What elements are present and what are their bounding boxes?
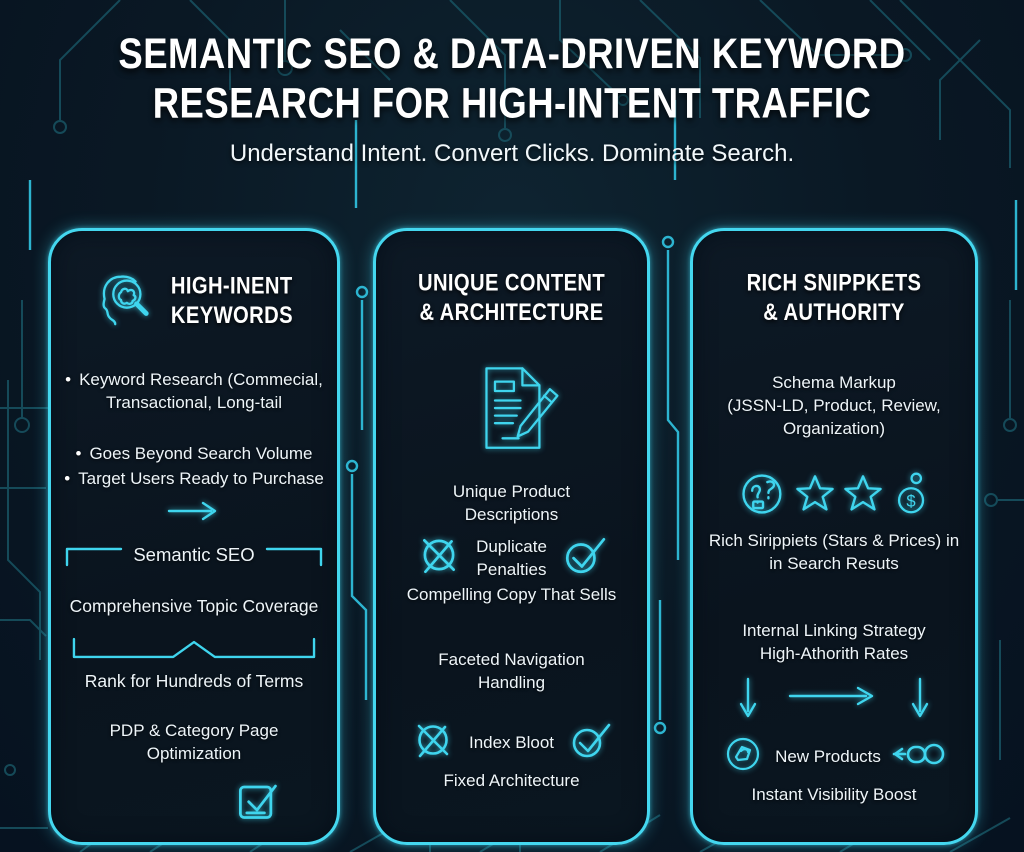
rich-line2: in Search Resuts xyxy=(769,554,899,573)
document-pencil-icon xyxy=(460,357,564,466)
schema-line1: Schema Markup xyxy=(772,373,896,392)
bullet-dot: • xyxy=(65,370,72,389)
card1-title: HIGH-INENT KEYWORDS xyxy=(171,271,293,330)
money-circle-icon xyxy=(737,468,789,525)
pdp-line1: PDP & Category Page xyxy=(109,721,279,740)
pdp-optimization-label: PDP & Category Page Optimization xyxy=(110,719,279,765)
bullet1-line1: Keyword Research (Commecial, xyxy=(79,370,323,389)
internal-line1: Internal Linking Strategy xyxy=(742,621,926,640)
card1-title-line2: KEYWORDS xyxy=(170,301,294,328)
card2-title-line2: & ARCHITECTURE xyxy=(419,299,604,326)
card1-title-line1: HIGH-INENT xyxy=(170,271,293,299)
product-circle-icon xyxy=(721,732,765,781)
card-unique-content: UNIQUE CONTENT & ARCHITECTURE Unique Pro… xyxy=(373,228,650,845)
page-title-line1: SEMANTIC SEO & DATA-DRIVEN KEYWORD xyxy=(118,31,906,79)
bullet2-text: Goes Beyond Search Volume xyxy=(89,444,313,463)
x-circle-icon xyxy=(416,532,462,583)
faceted-line1: Faceted Navigation xyxy=(438,650,585,669)
page-title-line2: RESEARCH FOR HIGH-INTENT TRAFFIC xyxy=(152,80,872,128)
card1-header: HIGH-INENT KEYWORDS xyxy=(91,267,297,334)
fixed-architecture-label: Fixed Architecture xyxy=(443,771,580,790)
page-title: SEMANTIC SEO & DATA-DRIVEN KEYWORD RESEA… xyxy=(20,30,1003,129)
linking-arrows-row xyxy=(738,677,930,726)
faceted-navigation-label: Faceted Navigation Handling xyxy=(438,648,584,694)
card3-title: RICH SNIPPKETS & AUTHORITY xyxy=(747,268,922,327)
rich-snippet-icons-row: $ xyxy=(737,468,931,525)
index-bloat-label: Index Bloot xyxy=(468,733,555,752)
schema-markup-label: Schema Markup (JSSN-LD, Product, Review,… xyxy=(727,371,941,440)
svg-text:$: $ xyxy=(906,492,915,511)
bullet-dot: • xyxy=(75,444,82,463)
semantic-seo-row: Semantic SEO xyxy=(61,541,326,567)
card2-title: UNIQUE CONTENT & ARCHITECTURE xyxy=(418,268,605,327)
rich-line1: Rich Sirippiets (Stars & Prices) in xyxy=(708,531,960,550)
rich-snippets-label: Rich Sirippiets (Stars & Prices) in in S… xyxy=(709,529,959,575)
link-toggle-arrow-icon xyxy=(891,740,947,773)
faceted-line2: Handling xyxy=(477,673,546,692)
duplicate-line1: Duplicate xyxy=(476,536,547,556)
schema-line3: Organization) xyxy=(782,419,886,438)
right-arrow-icon xyxy=(788,685,880,712)
bullet-dot: • xyxy=(64,469,71,488)
page-subtitle: Understand Intent. Convert Clicks. Domin… xyxy=(229,140,795,167)
new-products-label: New Products xyxy=(775,747,881,766)
check-circle-icon xyxy=(561,532,607,583)
internal-line2: High-Athorith Rates xyxy=(759,644,909,663)
card3-title-line1: RICH SNIPPKETS xyxy=(746,269,922,296)
semantic-seo-label: Semantic SEO xyxy=(133,543,255,565)
schema-line2: (JSSN-LD, Product, Review, xyxy=(727,396,941,415)
card2-title-line1: UNIQUE CONTENT xyxy=(417,269,606,296)
duplicate-penalties-label: Duplicate Penalties xyxy=(476,535,547,581)
right-bracket-line xyxy=(265,547,322,567)
left-bracket-line xyxy=(66,547,123,567)
down-arrow-icon xyxy=(910,677,930,726)
bullet1-line2: Transactional, Long-tail xyxy=(105,393,283,412)
star-icon xyxy=(841,472,885,521)
compelling-copy-label: Compelling Copy That Sells xyxy=(406,585,617,604)
bullet-search-volume: • Goes Beyond Search Volume xyxy=(76,442,313,465)
internal-linking-label: Internal Linking Strategy High-Athorith … xyxy=(742,619,925,665)
duplicate-penalties-row: Duplicate Penalties xyxy=(376,532,647,583)
card3-title-line2: & AUTHORITY xyxy=(763,299,905,326)
unique-line2: Descriptions xyxy=(464,505,559,524)
unique-descriptions-label: Unique Product Descriptions xyxy=(453,480,570,526)
topic-coverage-label: Comprehensive Topic Coverage xyxy=(69,596,319,616)
duplicate-line2: Penalties xyxy=(476,559,547,579)
pdp-line2: Optimization xyxy=(146,744,242,763)
x-circle-icon xyxy=(411,718,455,767)
star-icon xyxy=(793,472,837,521)
card-high-intent-keywords: HIGH-INENT KEYWORDS • Keyword Research (C… xyxy=(48,228,340,845)
down-arrow-icon xyxy=(738,677,758,726)
rank-terms-label: Rank for Hundreds of Terms xyxy=(84,671,304,691)
new-products-row: New Products xyxy=(721,732,947,781)
underbrace-graphic xyxy=(72,637,316,659)
instant-visibility-label: Instant Visibility Boost xyxy=(751,785,917,804)
check-circle-icon xyxy=(568,718,612,767)
page-header: SEMANTIC SEO & DATA-DRIVEN KEYWORD RESEA… xyxy=(0,30,1024,168)
index-bloat-row: Index Bloot xyxy=(376,718,647,767)
checkbox-checked-icon xyxy=(233,775,281,828)
bullet-keyword-research: • Keyword Research (Commecial, Transactio… xyxy=(65,368,323,414)
right-arrow-icon xyxy=(165,500,223,527)
card-rich-snippets: RICH SNIPPKETS & AUTHORITY Schema Markup… xyxy=(690,228,978,845)
bullet-target-users: • Target Users Ready to Purchase xyxy=(64,467,324,490)
unique-line1: Unique Product xyxy=(452,482,571,501)
bullet3-text: Target Users Ready to Purchase xyxy=(78,469,324,488)
head-brain-magnifier-icon xyxy=(91,267,153,334)
dollar-coin-person-icon: $ xyxy=(889,469,931,524)
